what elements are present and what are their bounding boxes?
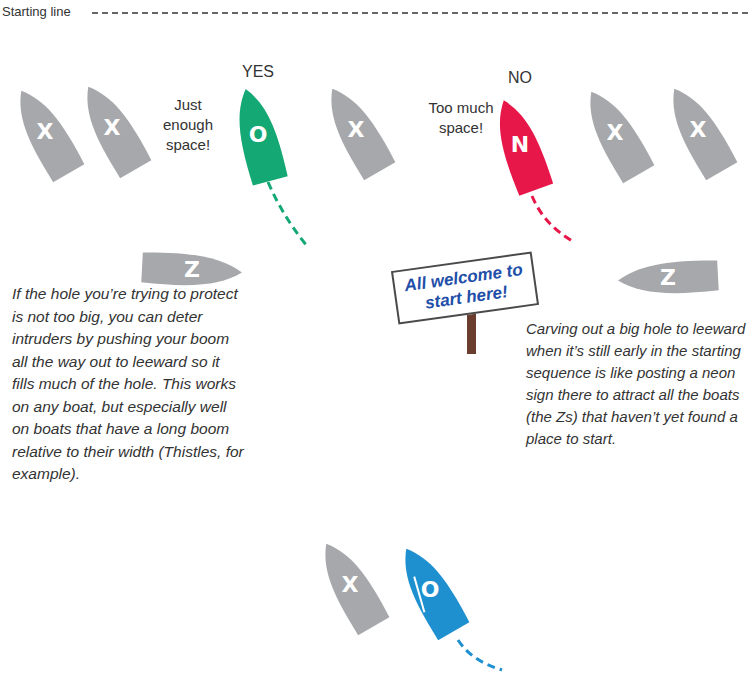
space-label: Too much space! (428, 98, 494, 138)
hull-shape (228, 84, 288, 185)
boat-letter: X (104, 117, 121, 139)
verdict-label: YES (228, 62, 288, 82)
boat-letter: X (348, 119, 365, 141)
boat-letter: O (421, 579, 440, 601)
boat-letter: X (690, 119, 707, 141)
boat: X (306, 75, 406, 185)
hull-shape (5, 82, 85, 183)
starting-line (92, 12, 752, 14)
sign-post (467, 312, 476, 354)
boat-letter: X (607, 122, 624, 144)
boat-letter: Z (660, 267, 676, 289)
caption-note: If the hole you’re trying to protect is … (12, 283, 246, 486)
boat: O (380, 535, 480, 645)
boat-letter: Z (184, 259, 200, 281)
boat: Z (608, 248, 728, 308)
wake-red (532, 196, 574, 242)
boat: X (0, 77, 95, 187)
hull-shape (658, 80, 738, 181)
boat-letter: X (342, 574, 359, 596)
welcome-sign: All welcome to start here! (391, 251, 539, 324)
hull-shape (316, 80, 396, 181)
caption-note: Carving out a big hole to leeward when i… (526, 318, 746, 450)
boat: O (208, 80, 308, 190)
verdict-label: NO (490, 68, 550, 88)
hull-shape (486, 94, 553, 196)
hull-shape (390, 540, 470, 641)
hull-shape (310, 535, 390, 636)
wake-blue (458, 640, 502, 670)
hull-shape (141, 251, 243, 288)
boat: X (62, 73, 162, 183)
boat: X (565, 78, 665, 188)
hull-shape (72, 78, 152, 179)
space-label: Just enough space! (155, 95, 221, 155)
hull-shape (575, 83, 655, 184)
boat: X (300, 530, 400, 640)
wake-green (268, 182, 307, 246)
boat-letter: X (37, 121, 54, 143)
boat: X (648, 75, 748, 185)
boat-letter: O (249, 124, 268, 146)
sign-text: All welcome to start here! (402, 260, 528, 317)
line-label: Starting line (2, 4, 92, 20)
hull-shape (617, 259, 719, 296)
boat-letter: N (511, 134, 529, 156)
